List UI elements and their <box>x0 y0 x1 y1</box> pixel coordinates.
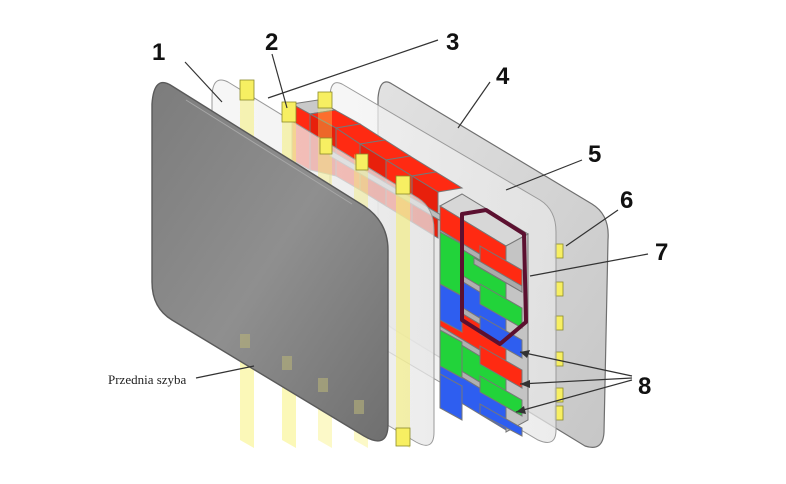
leader-line-2 <box>271 53 288 109</box>
leader-line-8c <box>515 379 633 413</box>
display-electrode <box>396 178 410 448</box>
leader-line-8a <box>519 351 633 377</box>
green-cell <box>439 329 463 379</box>
leader-lines <box>184 39 649 414</box>
callout-4: 4 <box>496 63 510 90</box>
front-glass-caption: Przednia szyba <box>108 372 187 387</box>
pixel-highlight-frame <box>460 208 528 346</box>
address-electrode-tabs <box>554 243 564 421</box>
leader-line-7 <box>529 253 649 277</box>
leader-line-4 <box>457 81 491 129</box>
blue-cell <box>439 373 463 421</box>
green-cell <box>479 375 523 417</box>
leader-line-3 <box>267 39 439 99</box>
callout-6: 6 <box>620 187 633 214</box>
front-glass-plate <box>151 81 389 442</box>
electrode-mark <box>318 378 328 392</box>
callout-5: 5 <box>588 141 601 168</box>
callout-7: 7 <box>655 239 668 266</box>
electrode-tab <box>395 427 411 447</box>
arrowhead <box>516 406 526 414</box>
electrode-tab <box>319 137 333 155</box>
callout-8: 8 <box>638 373 651 400</box>
electrode-tab <box>355 153 369 171</box>
leader-line-8b <box>519 377 633 385</box>
red-cell <box>479 345 523 389</box>
front-glass-electrode-marks <box>240 334 364 414</box>
glass-highlight <box>185 99 353 205</box>
electrode-tab <box>281 101 297 123</box>
electrode-mark <box>240 334 250 348</box>
leader-line-5 <box>505 159 583 191</box>
arrowhead <box>520 350 530 358</box>
blue-cell <box>439 283 463 333</box>
electrode-mark <box>282 356 292 370</box>
leader-line-front-glass <box>195 365 255 379</box>
barrier-rib <box>473 257 523 293</box>
leader-line-6 <box>565 209 619 247</box>
callout-1: 1 <box>152 39 165 66</box>
arrowhead <box>520 380 530 388</box>
electrode-tab <box>317 91 333 109</box>
callout-2: 2 <box>265 29 278 56</box>
electrode-tab <box>395 175 411 195</box>
electrode-mark <box>354 400 364 414</box>
blue-cell <box>479 315 523 359</box>
callout-3: 3 <box>446 29 459 56</box>
blue-cell <box>479 403 523 437</box>
electrode-tab <box>239 79 255 101</box>
leader-line-1 <box>184 61 223 103</box>
